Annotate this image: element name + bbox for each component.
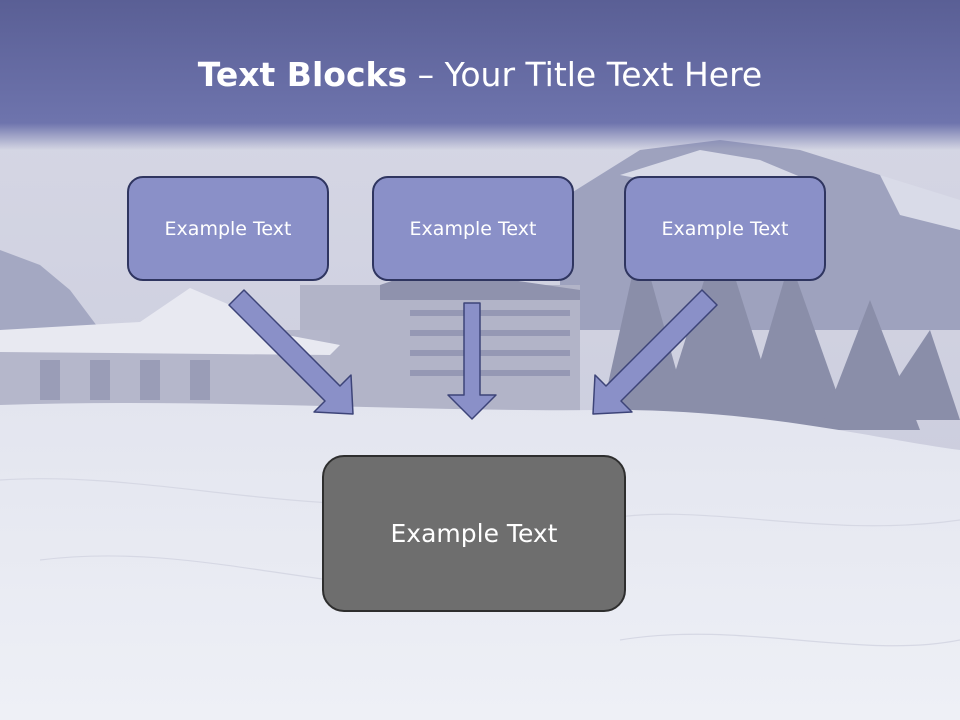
text-block-center[interactable]: Example Text [372, 176, 574, 281]
title-dash: – [407, 55, 445, 94]
arrow-down-icon [447, 302, 497, 420]
text-block-main-label: Example Text [390, 519, 558, 548]
title-rest: Your Title Text Here [444, 55, 763, 94]
slide-title: Text Blocks – Your Title Text Here [0, 52, 960, 98]
text-block-right-label: Example Text [661, 217, 789, 240]
text-block-main[interactable]: Example Text [322, 455, 626, 612]
text-block-left-label: Example Text [164, 217, 292, 240]
text-block-left[interactable]: Example Text [127, 176, 329, 281]
text-block-center-label: Example Text [409, 217, 537, 240]
title-band [0, 0, 960, 150]
arrow-down-right-icon [228, 289, 354, 415]
title-bold-part: Text Blocks [197, 55, 408, 94]
text-block-right[interactable]: Example Text [624, 176, 826, 281]
arrow-down-left-icon [592, 289, 718, 415]
